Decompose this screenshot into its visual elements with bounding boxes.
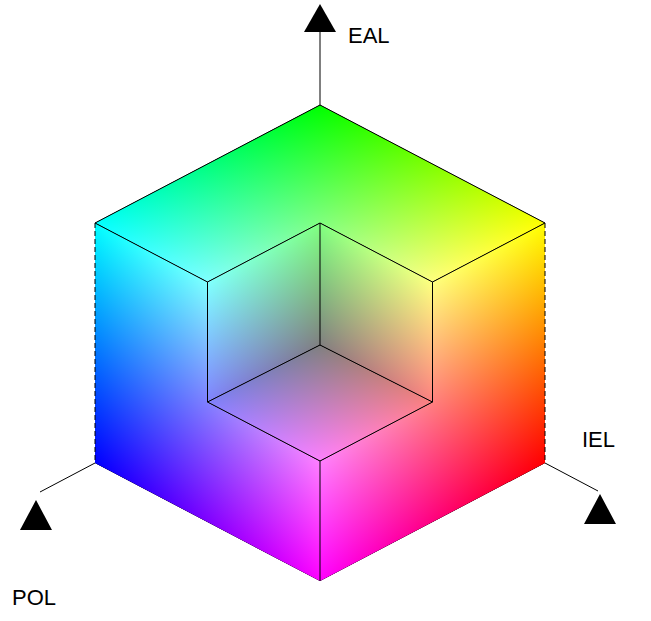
- top-edge: [95, 223, 208, 282]
- axis-line: [320, 30, 321, 105]
- cut-edge: [320, 345, 433, 402]
- axis-line: [40, 463, 95, 492]
- top-edge: [95, 105, 545, 223]
- axis-arrowhead: [20, 500, 52, 530]
- axis-label: EAL: [348, 24, 390, 48]
- axis-arrowhead: [584, 494, 616, 524]
- cut-edge: [208, 223, 433, 461]
- cut-edge: [320, 223, 321, 345]
- axis-label: POL: [12, 586, 56, 610]
- side-edge: [545, 223, 546, 463]
- inner-face-right-base: [320, 223, 433, 402]
- inner-face-right: [320, 223, 433, 402]
- axis-line: [545, 463, 598, 491]
- side-edge: [95, 223, 96, 463]
- axis-arrowhead: [304, 4, 336, 32]
- axis-label: IEL: [582, 428, 615, 452]
- axis-arrows: [20, 4, 616, 530]
- cube-faces: [95, 105, 545, 581]
- top-edge: [433, 223, 546, 282]
- inner-face-right-red: [320, 223, 433, 402]
- cut-edge: [208, 345, 321, 402]
- front-edge: [320, 461, 321, 581]
- inner-face-right-green: [320, 223, 433, 402]
- axes: [40, 30, 598, 492]
- cube-edges: [95, 105, 545, 581]
